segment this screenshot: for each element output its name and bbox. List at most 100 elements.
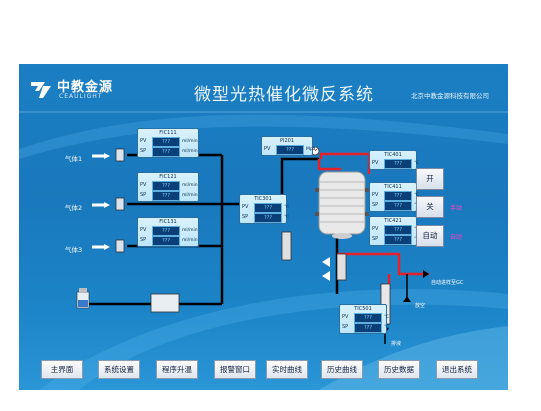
sp-label: SP xyxy=(242,214,249,220)
pv-value: ??? xyxy=(354,313,382,323)
auto-button[interactable]: 自动 xyxy=(416,225,444,247)
pressure-indicator-panel[interactable]: PI201 PV???Mpa xyxy=(261,136,316,156)
nav-alarm-window-button[interactable]: 报警窗口 xyxy=(214,360,256,379)
unit-label: ml/min xyxy=(182,149,198,154)
gas-inlet-3-label: 气体3 xyxy=(65,246,83,254)
gc-injection-label: 自动进样至GC xyxy=(431,280,464,286)
pv-label: PV xyxy=(372,160,379,166)
heated-line-to-reactor xyxy=(317,159,341,171)
heated-line-outlet xyxy=(319,152,371,174)
sp-value[interactable]: ??? xyxy=(354,323,382,333)
scada-screen: 中教金源 CEAULIGHT 微型光热催化微反系统 北京中教金源科技有限公司 气… xyxy=(19,64,508,390)
unit-label: ℃ xyxy=(414,161,420,166)
liquid-reservoir-icon xyxy=(76,288,90,309)
logo-text: 中教金源 xyxy=(57,80,114,95)
unit-label: ml/min xyxy=(182,193,198,198)
photothermal-reactor-icon xyxy=(315,171,369,239)
background-swoosh xyxy=(319,326,508,390)
pv-value: ??? xyxy=(152,226,180,236)
gc-valve-icon xyxy=(423,270,429,278)
temperature-controller-tic411-panel[interactable]: TIC411 PV???℃ SP???℃ xyxy=(369,182,419,212)
gas-inlet-1-label: 气体1 xyxy=(65,155,83,163)
close-button[interactable]: 关 xyxy=(416,196,444,218)
instrument-tag: TIC411 xyxy=(384,184,402,190)
unit-label: Mpa xyxy=(306,147,316,152)
unit-label: ml/min xyxy=(182,139,198,144)
flow-controller-3-panel[interactable]: FIC131 PV???ml/min SP???ml/min xyxy=(137,217,199,247)
unit-label: ℃ xyxy=(284,205,290,210)
company-name: 北京中教金源科技有限公司 xyxy=(411,92,489,100)
liquid-pump xyxy=(150,293,180,313)
flow-arrow-icon xyxy=(322,257,330,267)
instrument-tag: TIC301 xyxy=(254,196,272,202)
heated-line-product xyxy=(337,252,429,276)
instrument-tag: FIC131 xyxy=(159,219,177,225)
pv-value: ??? xyxy=(152,137,180,147)
nav-history-data-button[interactable]: 历史数据 xyxy=(378,360,420,379)
instrument-tag: TIC501 xyxy=(354,306,372,312)
pv-value: ??? xyxy=(254,203,282,213)
instrument-tag: FIC121 xyxy=(159,174,177,180)
sp-label: SP xyxy=(342,324,349,330)
nav-exit-system-button[interactable]: 退出系统 xyxy=(436,360,478,379)
unit-label: ml/min xyxy=(182,238,198,243)
gas-inlet-arrow-icon xyxy=(92,202,110,208)
unit-label: ℃ xyxy=(384,325,390,330)
auto-status-note: 自动 xyxy=(450,234,463,241)
vent-label: 放空 xyxy=(415,303,426,309)
nav-history-curve-button[interactable]: 历史曲线 xyxy=(321,360,363,379)
sp-value[interactable]: ??? xyxy=(152,147,180,157)
nav-system-settings-button[interactable]: 系统设置 xyxy=(98,360,140,379)
gas-inlet-arrow-icon xyxy=(92,153,110,159)
nav-main-screen-button[interactable]: 主界面 xyxy=(41,360,83,379)
filter-column xyxy=(281,231,292,261)
flow-controller-2-panel[interactable]: FIC121 PV???ml/min SP???ml/min xyxy=(137,172,199,202)
temperature-indicator-tic401-panel[interactable]: TIC401 PV???℃ xyxy=(369,150,420,170)
temperature-controller-tic501-panel[interactable]: TIC501 PV???℃ SP???℃ xyxy=(339,304,390,334)
pv-label: PV xyxy=(342,314,349,320)
sp-label: SP xyxy=(140,237,147,243)
gas-inlet-arrow-icon xyxy=(92,244,110,250)
unit-label: ml/min xyxy=(182,183,198,188)
sp-value[interactable]: ??? xyxy=(152,191,180,201)
pv-value: ??? xyxy=(384,225,412,235)
background-swoosh xyxy=(39,288,508,390)
unit-label: ℃ xyxy=(284,215,290,220)
sp-label: SP xyxy=(140,192,147,198)
nav-temperature-program-button[interactable]: 程序升温 xyxy=(156,360,198,379)
page-title: 微型光热催化微反系统 xyxy=(194,85,374,105)
pv-value: ??? xyxy=(152,181,180,191)
company-logo: 中教金源 CEAULIGHT xyxy=(29,76,139,104)
logo-mark-icon xyxy=(31,82,51,98)
pv-label: PV xyxy=(264,146,271,152)
temperature-controller-tic421-panel[interactable]: TIC421 PV???℃ SP???℃ xyxy=(369,216,419,246)
pv-label: PV xyxy=(140,138,147,144)
drain-label: 排液 xyxy=(391,341,402,347)
close-status-note: 手动 xyxy=(450,205,463,212)
condenser-column xyxy=(336,253,347,281)
nav-realtime-curve-button[interactable]: 实时曲线 xyxy=(266,360,308,379)
flow-meter-1 xyxy=(115,148,125,162)
sp-label: SP xyxy=(140,148,147,154)
pv-value: ??? xyxy=(384,191,412,201)
sp-label: SP xyxy=(372,202,379,208)
instrument-tag: TIC421 xyxy=(384,218,402,224)
unit-label: ℃ xyxy=(414,191,419,200)
flow-meter-3 xyxy=(115,239,125,253)
flow-arrow-icon xyxy=(322,271,330,281)
logo-subtext: CEAULIGHT xyxy=(59,93,103,100)
pv-label: PV xyxy=(140,182,147,188)
pv-label: PV xyxy=(372,192,379,198)
background-swoosh xyxy=(19,114,508,159)
pv-label: PV xyxy=(372,226,379,232)
instrument-tag: PI201 xyxy=(279,138,295,144)
flow-controller-1-panel[interactable]: FIC111 PV???ml/min SP???ml/min xyxy=(137,128,199,158)
temperature-controller-tic301-panel[interactable]: TIC301 PV???℃ SP???℃ xyxy=(239,194,290,224)
sp-value[interactable]: ??? xyxy=(254,213,282,223)
sp-value[interactable]: ??? xyxy=(384,235,412,245)
sp-value[interactable]: ??? xyxy=(152,236,180,246)
open-button[interactable]: 开 xyxy=(416,168,444,190)
sp-value[interactable]: ??? xyxy=(384,201,412,211)
pv-label: PV xyxy=(140,227,147,233)
pv-value: ??? xyxy=(384,159,412,169)
